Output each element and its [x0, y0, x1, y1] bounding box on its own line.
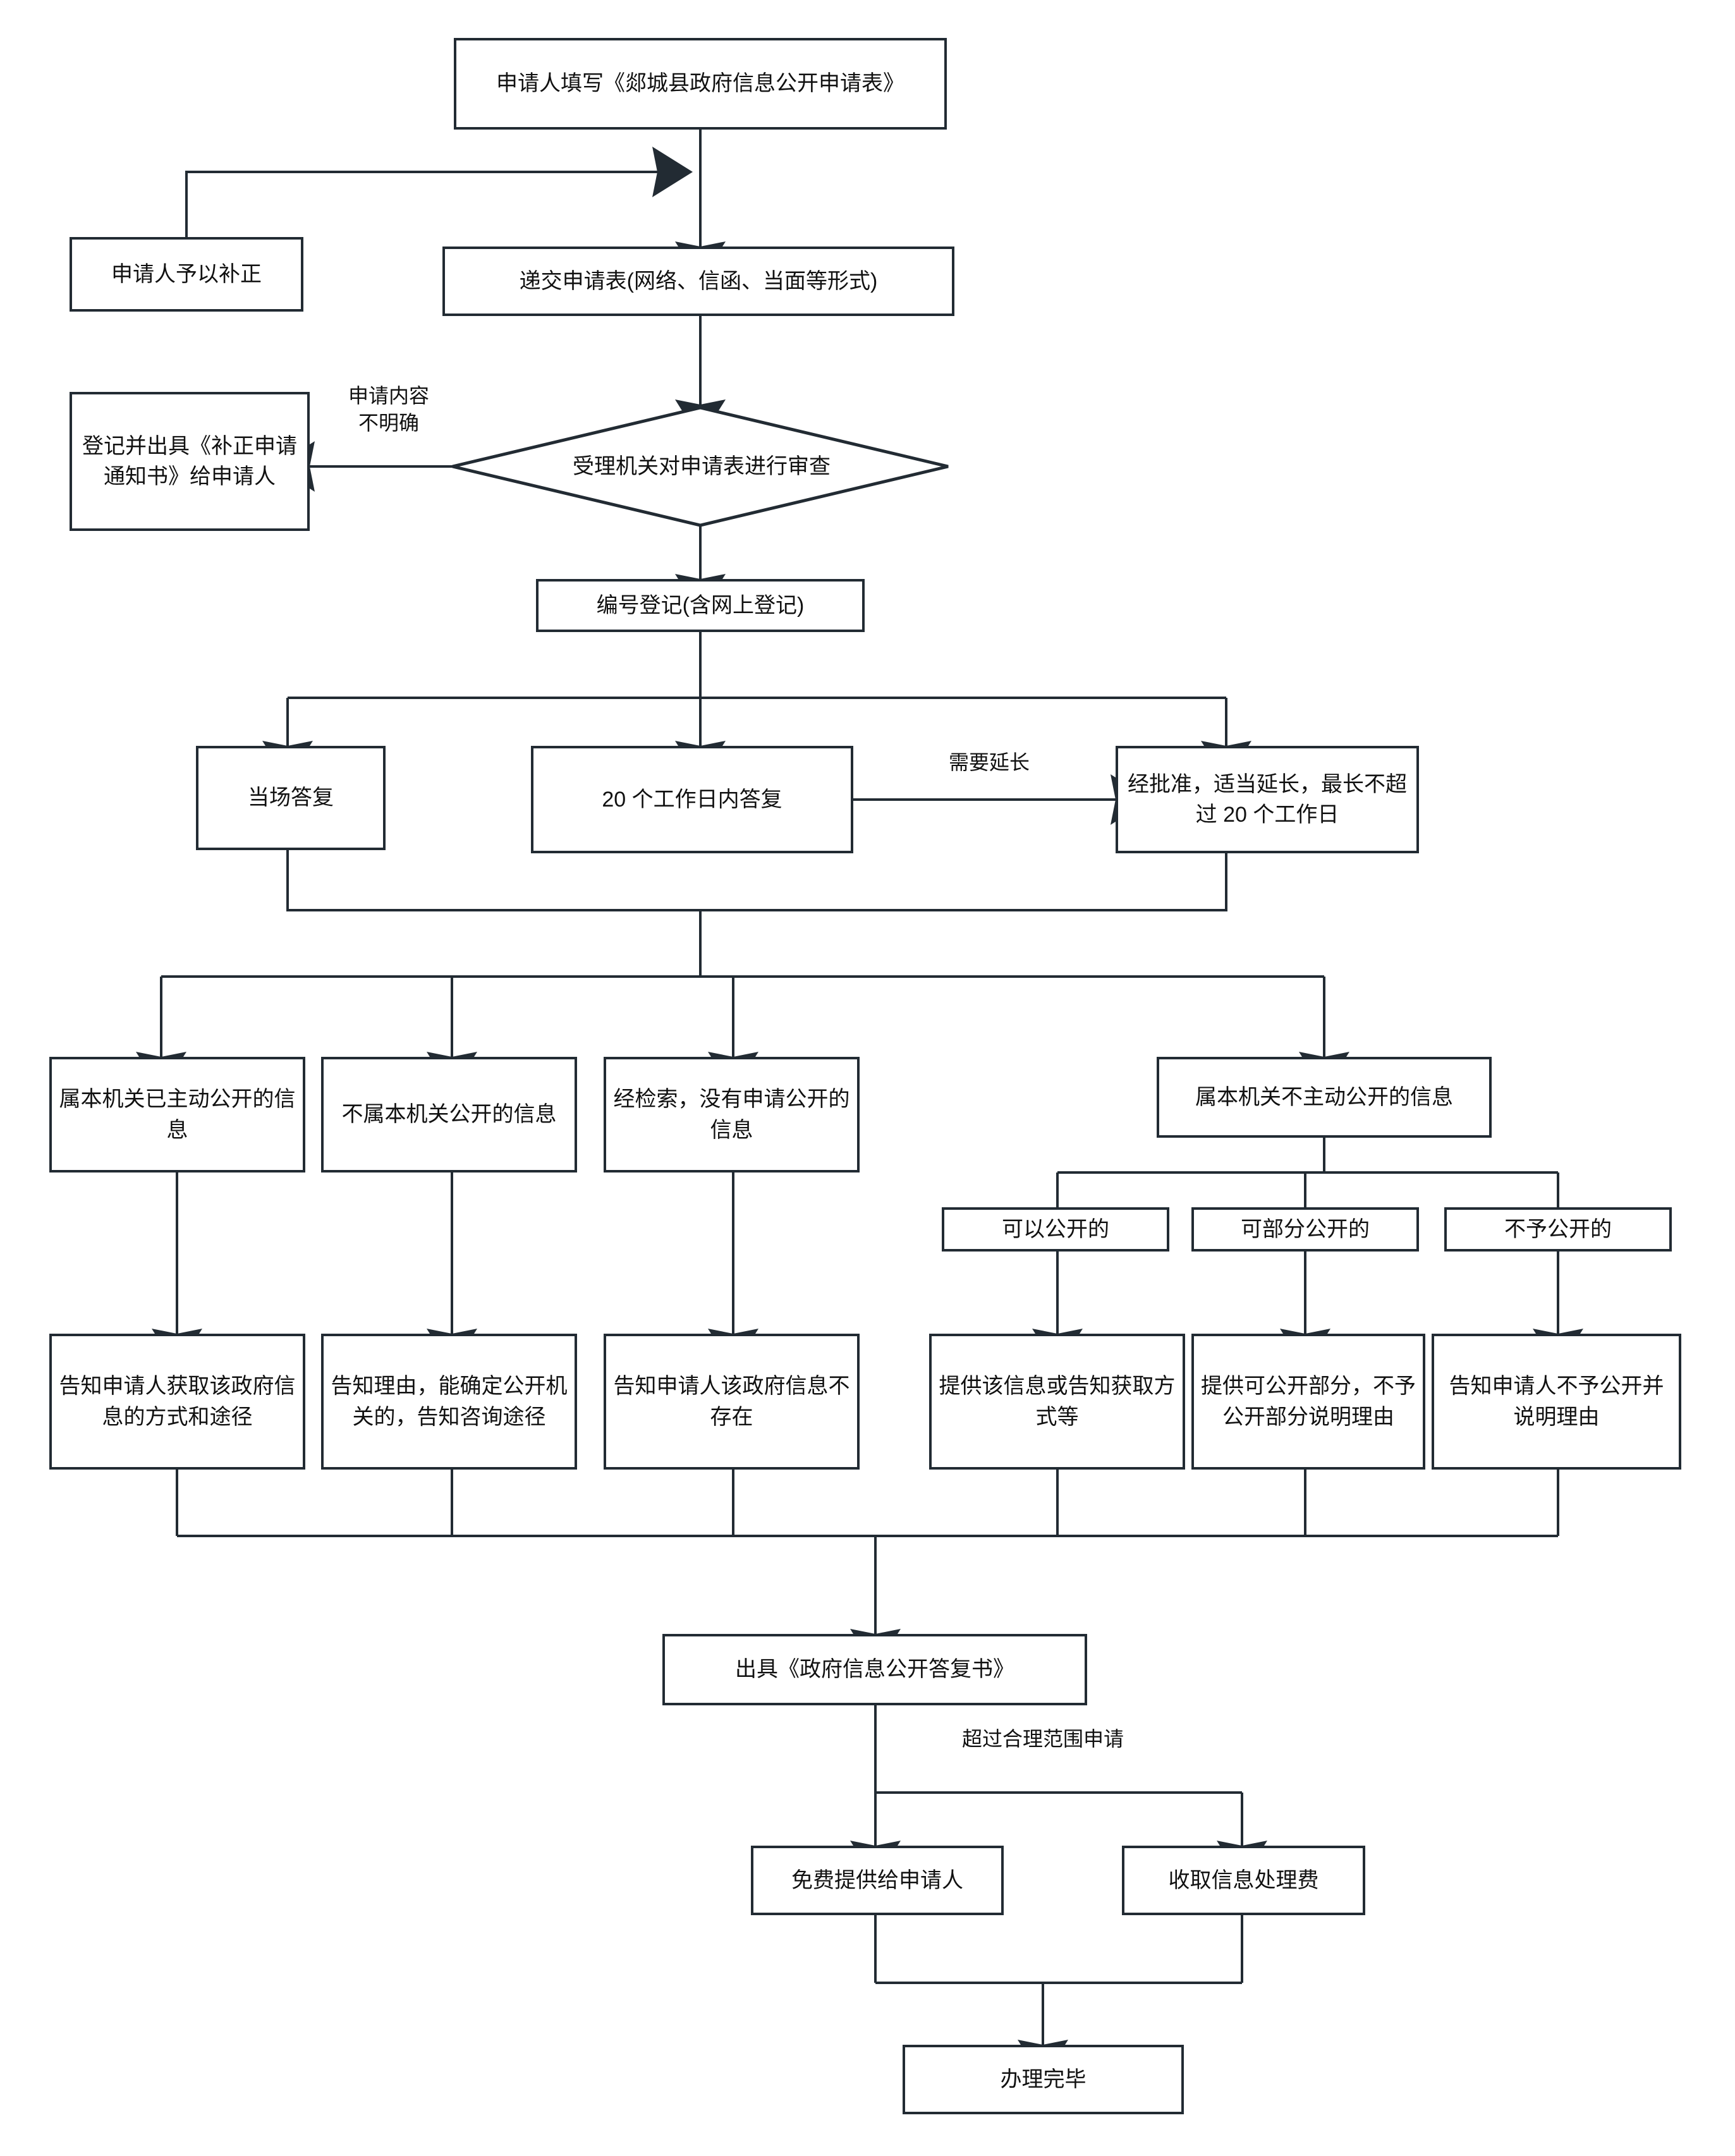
node-sub-partial-public[interactable]: 可部分公开的: [1191, 1207, 1419, 1252]
decision-diamond-shape: [452, 406, 949, 527]
node-done[interactable]: 办理完毕: [903, 2045, 1184, 2114]
edge-label-unclear-content: 申请内容 不明确: [348, 384, 429, 435]
node-reply-20days[interactable]: 20 个工作日内答复: [531, 746, 853, 853]
node-extension[interactable]: 经批准，适当延长，最长不超过 20 个工作日: [1116, 746, 1419, 853]
node-sub-no-public[interactable]: 不予公开的: [1444, 1207, 1672, 1252]
node-category-not-this-org[interactable]: 不属本机关公开的信息: [321, 1057, 577, 1172]
node-result-partial[interactable]: 提供可公开部分，不予公开部分说明理由: [1191, 1334, 1425, 1470]
node-result-provide-info[interactable]: 提供该信息或告知获取方式等: [929, 1334, 1185, 1470]
node-issue-reply[interactable]: 出具《政府信息公开答复书》: [662, 1634, 1087, 1705]
node-fill-form[interactable]: 申请人填写《郯城县政府信息公开申请表》: [454, 38, 947, 130]
edge-label-need-extension: 需要延长: [948, 751, 1030, 774]
node-result-refuse[interactable]: 告知申请人不予公开并说明理由: [1432, 1334, 1681, 1470]
node-category-not-proactive[interactable]: 属本机关不主动公开的信息: [1157, 1057, 1492, 1138]
edge-label-over-reasonable: 超过合理范围申请: [961, 1727, 1124, 1750]
node-charge-fee[interactable]: 收取信息处理费: [1122, 1846, 1365, 1915]
node-numbering[interactable]: 编号登记(含网上登记): [536, 579, 865, 632]
node-review-decision[interactable]: 受理机关对申请表进行审查: [573, 454, 831, 478]
node-result-not-exist[interactable]: 告知申请人该政府信息不存在: [604, 1334, 860, 1470]
node-submit-form[interactable]: 递交申请表(网络、信函、当面等形式): [442, 247, 954, 316]
node-result-tell-way[interactable]: 告知申请人获取该政府信息的方式和途径: [49, 1334, 305, 1470]
node-category-already-public[interactable]: 属本机关已主动公开的信息: [49, 1057, 305, 1172]
node-sub-can-public[interactable]: 可以公开的: [942, 1207, 1169, 1252]
node-result-tell-reason[interactable]: 告知理由，能确定公开机关的，告知咨询途径: [321, 1334, 577, 1470]
node-category-not-found[interactable]: 经检索，没有申请公开的信息: [604, 1057, 860, 1172]
node-reply-onsite[interactable]: 当场答复: [196, 746, 386, 850]
node-applicant-supplement[interactable]: 申请人予以补正: [70, 237, 303, 312]
node-free-provide[interactable]: 免费提供给申请人: [751, 1846, 1004, 1915]
node-register-notice[interactable]: 登记并出具《补正申请通知书》给申请人: [70, 392, 310, 531]
